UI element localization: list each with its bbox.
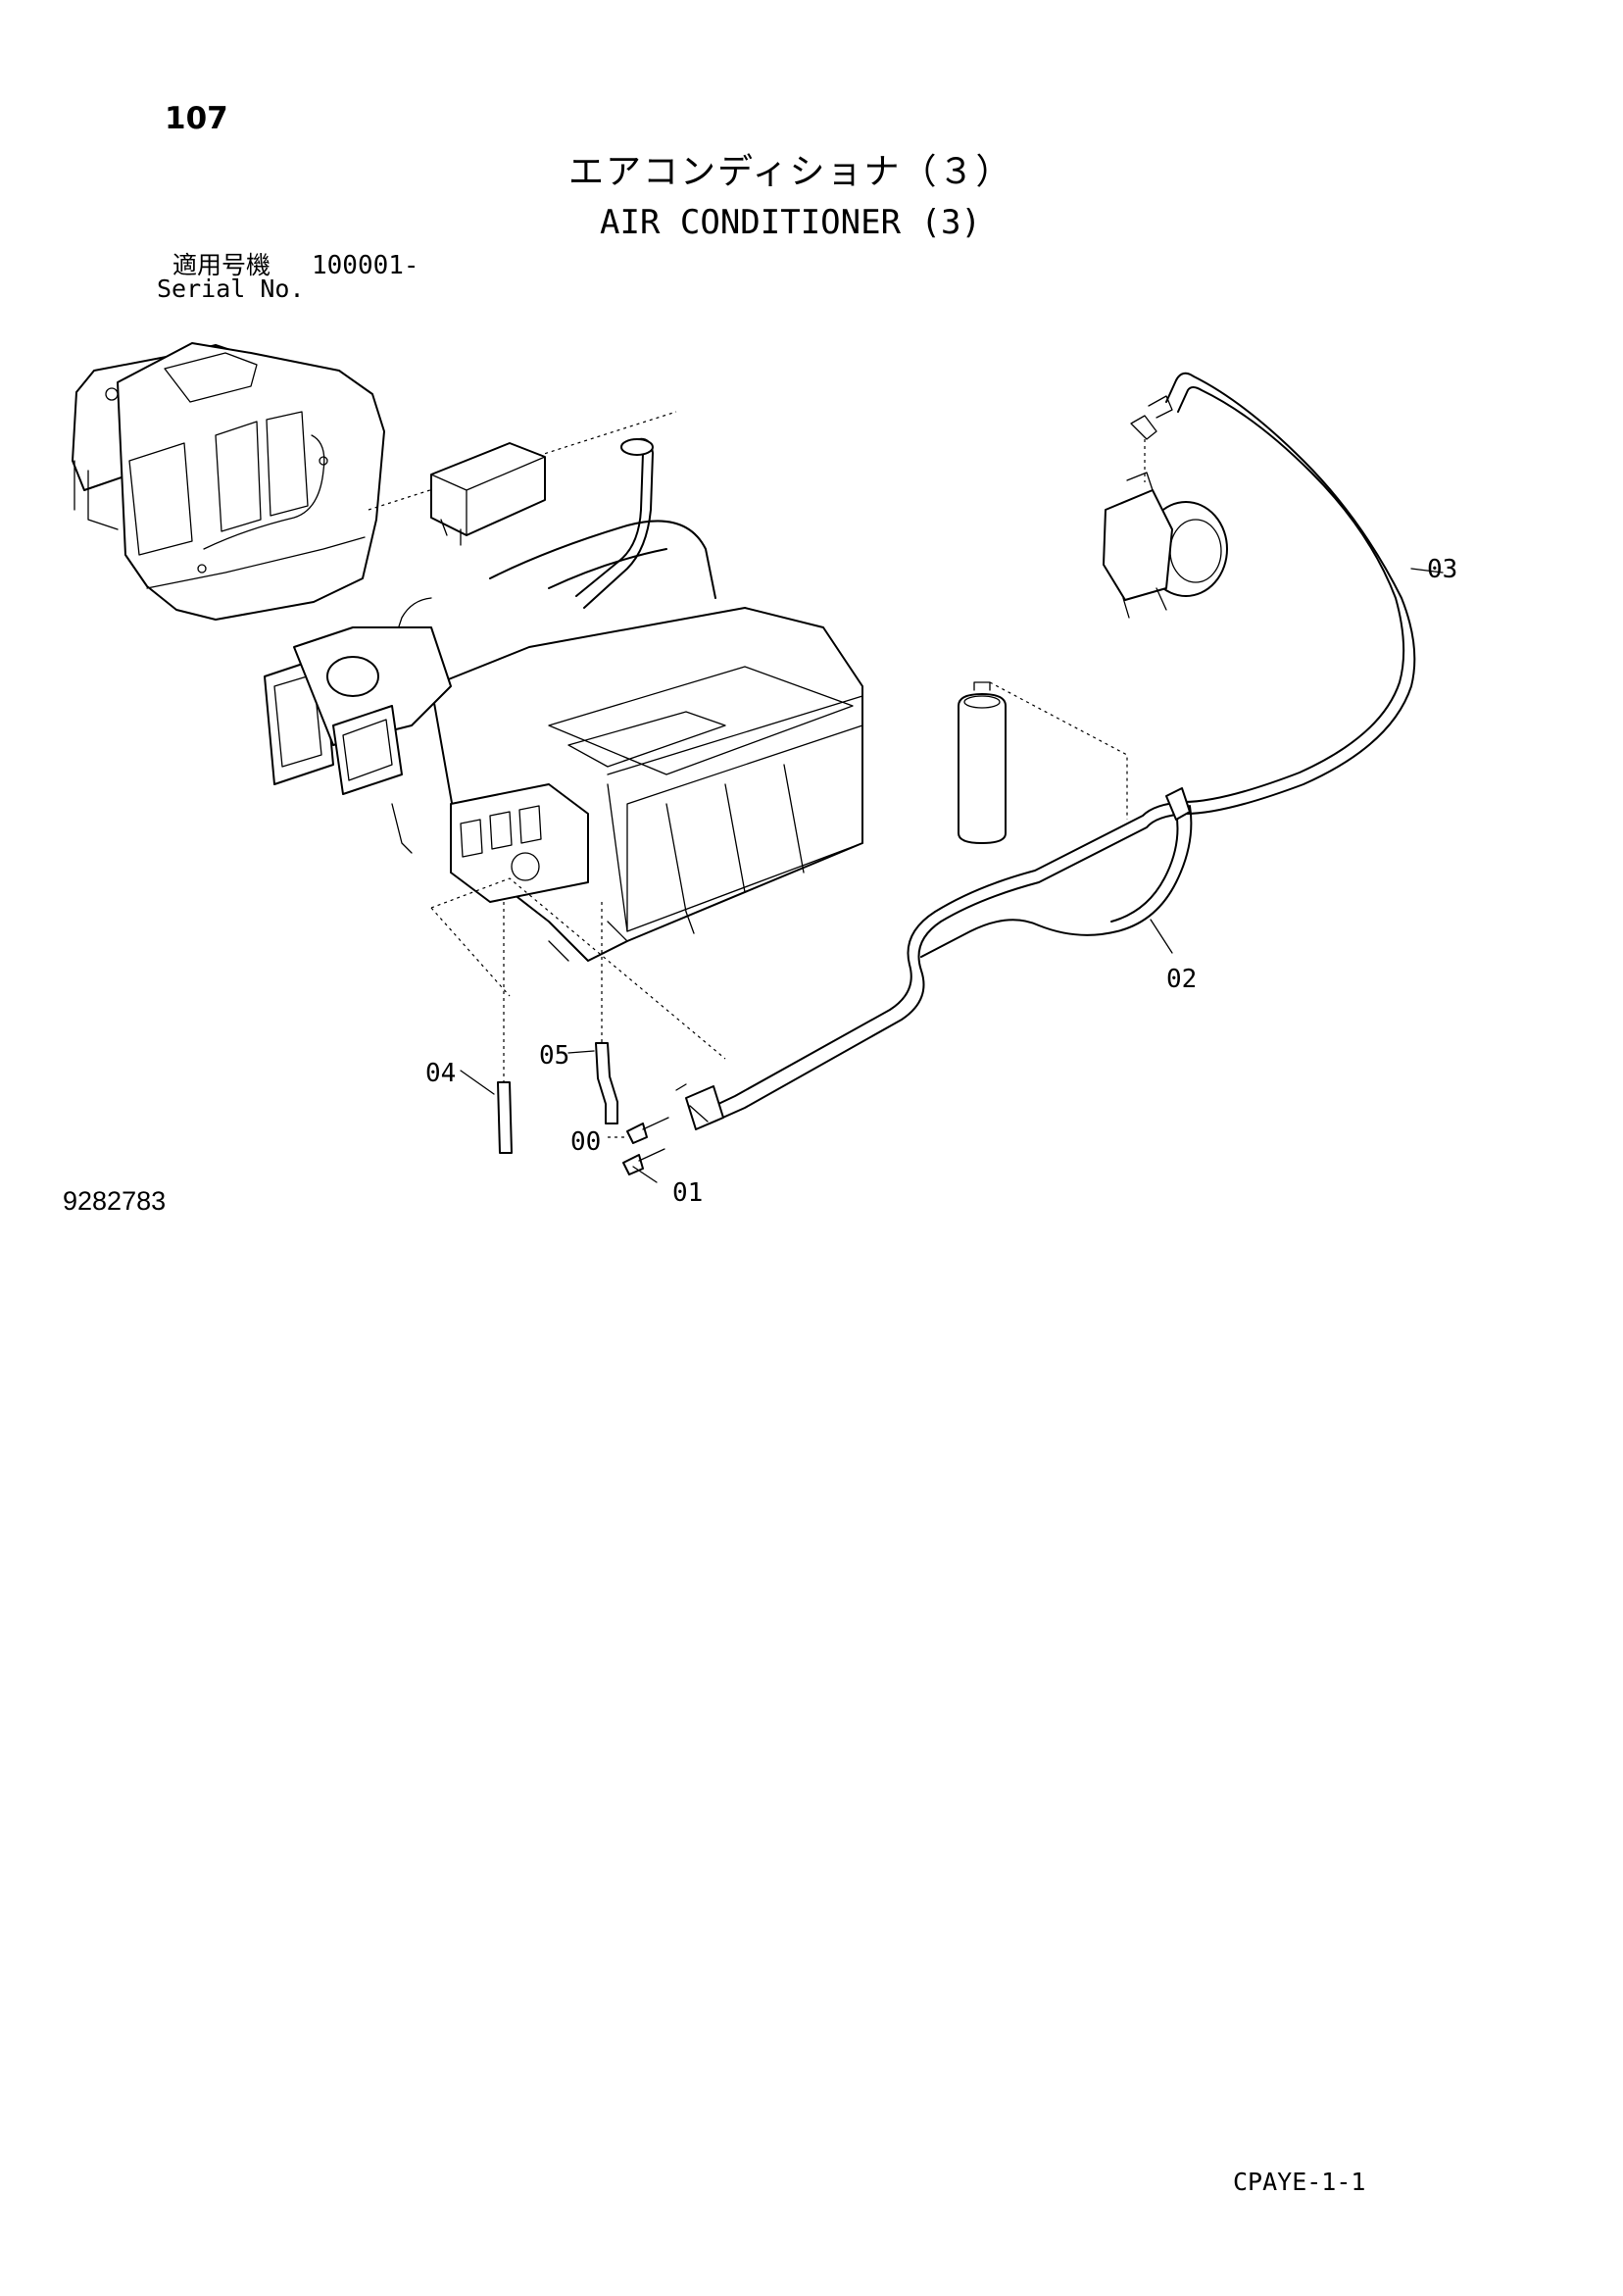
clamp-bolts <box>608 1083 724 1175</box>
receiver-drier <box>958 681 1128 844</box>
leader-02 <box>1150 919 1173 954</box>
ac-unit-body <box>430 607 863 962</box>
leader-05 <box>567 1050 595 1054</box>
hose-02 <box>701 787 1193 1124</box>
page-title-english: AIR CONDITIONER (3) <box>600 203 981 242</box>
compressor <box>1103 395 1228 619</box>
callout-03[interactable]: 03 <box>1427 555 1458 584</box>
serial-label-english: Serial No. <box>157 275 305 303</box>
drain-hose-04 <box>497 902 513 1154</box>
page-number: 107 <box>165 101 228 136</box>
blower-housing <box>264 626 452 854</box>
callout-00[interactable]: 00 <box>570 1127 602 1157</box>
callout-02[interactable]: 02 <box>1166 965 1198 994</box>
hose-03 <box>1165 372 1416 815</box>
controller-box <box>430 442 546 546</box>
leader-04 <box>460 1070 495 1095</box>
serial-range: 100001- <box>312 251 419 280</box>
drawing-number: 9282783 <box>63 1186 167 1216</box>
drain-hose-05 <box>595 902 618 1124</box>
callout-01[interactable]: 01 <box>672 1178 704 1208</box>
page-title-japanese: エアコンディショナ（３） <box>568 152 1013 192</box>
cab-overview-drawing <box>72 342 385 621</box>
callout-05[interactable]: 05 <box>539 1041 570 1071</box>
serial-label-japanese: 適用号機 <box>172 251 271 279</box>
leader-03 <box>1410 568 1444 574</box>
upper-duct-hose <box>391 437 716 648</box>
leader-01 <box>632 1166 658 1183</box>
footer-code: CPAYE-1-1 <box>1233 2168 1366 2196</box>
callout-04[interactable]: 04 <box>425 1059 457 1088</box>
